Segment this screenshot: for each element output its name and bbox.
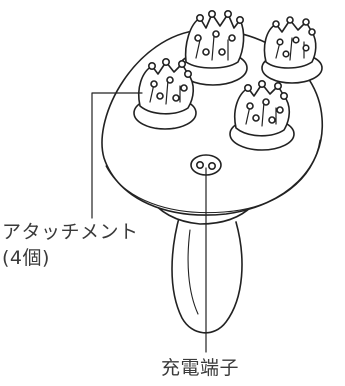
device-handle [171,213,243,334]
attachment-label: アタッチメント [2,221,139,243]
attachment-head [137,57,195,115]
attachment-count-label: (4個) [2,247,50,269]
handle-inner-line [187,229,199,315]
charging-port-label: 充電端子 [161,357,240,379]
attachment-leader-line [91,92,143,219]
attachment-head [184,10,245,69]
charging-port [190,154,222,176]
attachment-head [233,80,291,137]
attachment-head [263,16,317,69]
head-rim-line [105,139,321,214]
